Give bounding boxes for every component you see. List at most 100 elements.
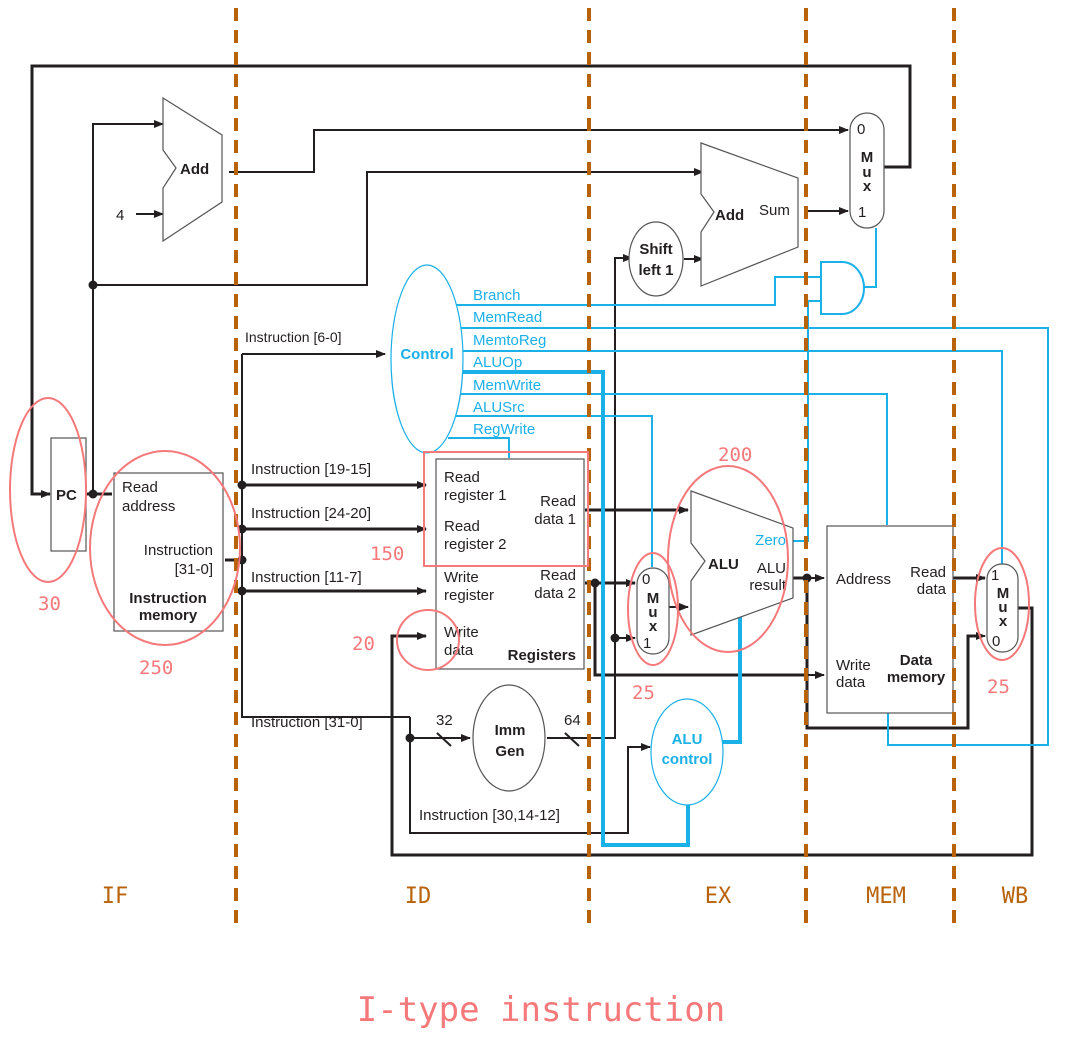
svg-text:Write: Write [444,569,479,586]
imm-gen: Imm Gen [472,684,546,792]
svg-text:M: M [647,590,660,607]
svg-text:0: 0 [992,633,1000,650]
svg-text:1: 1 [858,204,866,221]
constant-four-label: 4 [116,207,124,224]
instruction-memory: Read address Instruction [31-0] Instruct… [113,472,224,632]
svg-text:register 2: register 2 [444,536,507,553]
svg-text:u: u [998,599,1007,616]
data-memory: Address Read data Write data Data memory [826,525,954,714]
instruction-bus [241,354,410,718]
latency-annotations: 30 250 150 20 25 200 25 [9,397,1030,704]
instruction-memory-highlight [89,450,241,646]
pc-latency: 30 [38,593,61,615]
svg-text:memory: memory [887,669,946,686]
memread-signal-wire [458,327,1049,746]
control-wires [448,228,1049,847]
memwrite-signal-wire [461,393,888,525]
svg-text:data 2: data 2 [534,585,576,602]
instr-6-0-label: Instruction [6-0] [245,329,342,345]
control-signal-labels: Branch MemRead MemtoReg ALUOp MemWrite A… [473,287,546,438]
memtoreg-label: MemtoReg [473,332,546,349]
instruction-memory-latency: 250 [139,657,173,679]
register-read-latency: 150 [370,543,404,565]
svg-text:register 1: register 1 [444,487,507,504]
pcsrc-signal-wire [864,228,877,288]
alu-control: ALU control [650,698,724,806]
stage-labels: IF ID EX MEM WB [102,884,1029,909]
svg-text:[31-0]: [31-0] [175,561,213,578]
imm-in-width-label: 32 [436,712,453,729]
pc-plus-four-wire [229,126,849,173]
branch-label: Branch [473,287,521,304]
svg-text:1: 1 [991,567,999,584]
wb-mux-latency: 25 [987,676,1010,698]
memtoreg-signal-wire [461,350,1003,564]
diagram-title: I-type instruction [357,990,725,1030]
pc-adder: Add [162,96,223,243]
zero-label: Zero [755,532,786,549]
pc-label: PC [56,487,77,504]
svg-text:Shift: Shift [639,241,672,258]
register-read-highlight [423,451,589,567]
svg-text:register: register [444,587,494,604]
imm-to-shift-wire [614,254,633,666]
svg-text:Write: Write [836,657,871,674]
register-file: Read register 1 Read register 2 Write re… [435,458,585,670]
stage-ex: EX [705,884,732,909]
svg-text:M: M [861,149,874,166]
svg-text:ALU: ALU [672,731,703,748]
svg-text:Instruction: Instruction [129,590,207,607]
instr-31-0-label: Instruction [31-0] [251,714,363,731]
svg-text:M: M [997,585,1010,602]
next-pc-wire [30,64,912,498]
instr-24-20-label: Instruction [24-20] [251,505,371,522]
alusrc-label: ALUSrc [473,399,525,416]
branch-signal-wire [455,276,820,306]
svg-text:0: 0 [857,121,865,138]
sum-label: Sum [759,202,790,219]
svg-text:result: result [749,577,787,594]
pc-to-adder-wire [92,120,164,494]
svg-text:data 1: data 1 [534,511,576,528]
regwrite-signal-wire [448,437,510,458]
stage-wb: WB [1002,884,1029,909]
svg-text:Address: Address [836,571,891,588]
bus-width-mark [436,732,452,747]
pc-highlight [9,397,87,583]
register-write-highlight [396,609,460,671]
memwrite-label: MemWrite [473,377,541,394]
funct-wire [409,738,651,834]
svg-text:ALU: ALU [757,560,786,577]
svg-text:u: u [648,604,657,621]
stage-id: ID [405,884,432,909]
svg-text:Imm: Imm [495,722,526,739]
svg-text:u: u [862,164,871,181]
svg-text:control: control [662,751,713,768]
svg-text:Read: Read [540,567,576,584]
alusrc-mux-latency: 25 [632,682,655,704]
instr-19-15-label: Instruction [19-15] [251,461,371,478]
svg-text:Read: Read [444,518,480,535]
svg-text:Read: Read [540,493,576,510]
control-unit: Control [390,264,464,454]
memread-label: MemRead [473,309,542,326]
svg-text:x: x [863,178,872,195]
bus-width-mark [564,732,580,747]
svg-text:Read: Read [444,469,480,486]
wb-mux-highlight [974,547,1030,661]
stage-mem: MEM [866,884,906,909]
svg-text:Instruction: Instruction [144,542,213,559]
alu-control-out-wire [721,617,742,744]
alu: ALU Zero ALU result [690,490,794,636]
instr-30-14-12-label: Instruction [30,14-12] [419,807,560,824]
pc-to-branch-adder-wire [93,168,704,286]
zero-signal-wire [793,300,820,542]
pc-mux: 0 M u x 1 [849,112,885,229]
svg-text:x: x [649,618,658,635]
svg-text:data: data [444,642,474,659]
read-data-2-to-mem-wire [593,583,805,677]
svg-text:Registers: Registers [508,647,576,664]
svg-text:left 1: left 1 [638,262,673,279]
control-label: Control [400,346,453,363]
